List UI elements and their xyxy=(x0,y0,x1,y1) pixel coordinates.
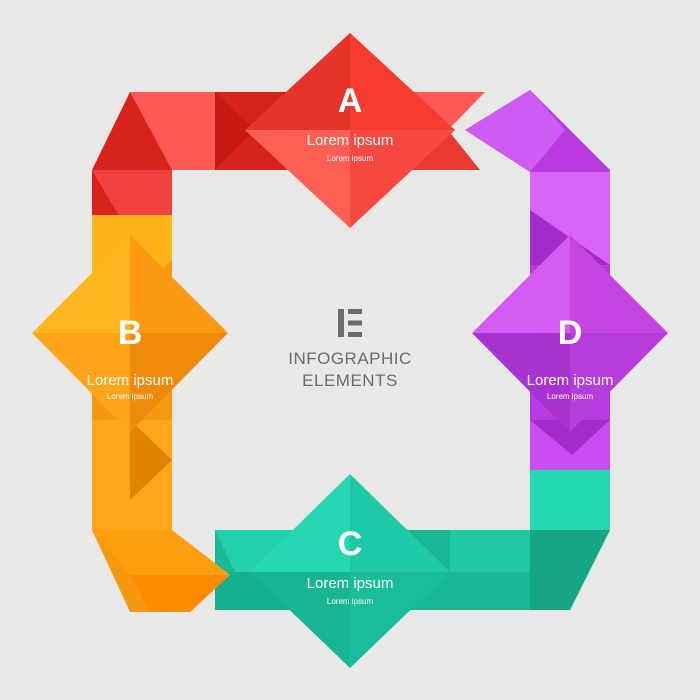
item-c-letter: C xyxy=(337,525,363,563)
item-c-subtitle: Lorem ipsum xyxy=(326,597,374,606)
center-title-line2: ELEMENTS xyxy=(302,371,398,390)
diamond-a xyxy=(245,33,455,228)
item-c: C Lorem ipsum Lorem ipsum xyxy=(280,527,420,607)
item-b: B Lorem ipsum Lorem ipsum xyxy=(60,316,200,402)
item-b-title: Lorem ipsum xyxy=(86,372,174,389)
item-d-subtitle: Lorem ipsum xyxy=(546,392,594,401)
item-b-letter: B xyxy=(117,314,143,352)
item-b-subtitle: Lorem ipsum xyxy=(106,392,154,401)
diamond-b xyxy=(32,235,228,432)
item-d: D Lorem ipsum Lorem ipsum xyxy=(500,316,640,402)
item-a-subtitle: Lorem ipsum xyxy=(326,154,374,163)
center-title-line1: INFOGRAPHIC xyxy=(288,349,412,368)
center-title-block: INFOGRAPHIC ELEMENTS xyxy=(230,305,470,392)
diamond-c xyxy=(250,474,450,668)
item-a-title: Lorem ipsum xyxy=(306,132,394,149)
item-a-letter: A xyxy=(337,82,363,120)
diamond-d xyxy=(472,235,668,432)
item-c-title: Lorem ipsum xyxy=(306,575,394,592)
item-d-title: Lorem ipsum xyxy=(526,372,614,389)
elementor-logo-icon xyxy=(338,309,362,337)
item-d-letter: D xyxy=(557,314,583,352)
item-a: A Lorem ipsum Lorem ipsum xyxy=(290,84,410,164)
